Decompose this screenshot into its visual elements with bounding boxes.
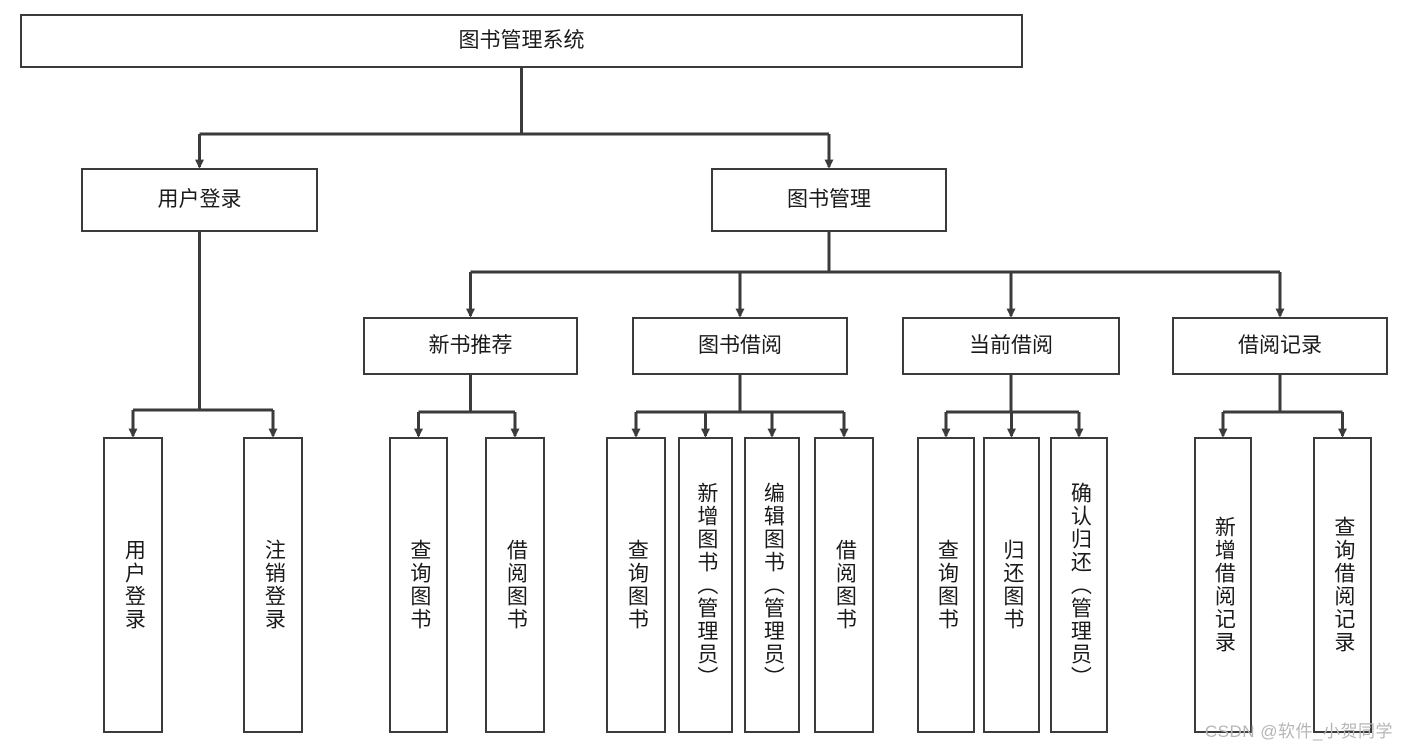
node-label: 确认归还（管理员）	[1068, 481, 1092, 689]
node-leaf-cur-confirm[interactable]: 确认归还（管理员）	[1050, 437, 1108, 733]
node-label: 归还图书	[1000, 539, 1024, 631]
node-label: 借阅记录	[1238, 333, 1322, 357]
node-label: 查询图书	[407, 539, 431, 631]
node-leaf-bor-add[interactable]: 新增图书（管理员）	[678, 437, 733, 733]
node-label: 新书推荐	[428, 333, 513, 357]
node-borrow[interactable]: 图书借阅	[632, 317, 848, 375]
node-leaf-bor-edit[interactable]: 编辑图书（管理员）	[744, 437, 800, 733]
node-label: 图书管理系统	[458, 28, 585, 52]
node-label: 图书管理	[787, 187, 871, 211]
node-leaf-rc-add[interactable]: 新增借阅记录	[1194, 437, 1252, 733]
node-records[interactable]: 借阅记录	[1172, 317, 1388, 375]
node-leaf-rec-borrow[interactable]: 借阅图书	[485, 437, 545, 733]
node-label: 图书借阅	[698, 333, 782, 357]
node-root[interactable]: 图书管理系统	[20, 14, 1023, 68]
node-newrec[interactable]: 新书推荐	[363, 317, 578, 375]
node-label: 查询借阅记录	[1331, 516, 1355, 654]
node-label: 新增图书（管理员）	[694, 481, 718, 689]
node-leaf-cur-return[interactable]: 归还图书	[983, 437, 1040, 733]
node-leaf-rc-query[interactable]: 查询借阅记录	[1313, 437, 1372, 733]
node-label: 用户登录	[157, 187, 242, 211]
node-leaf-user-logout[interactable]: 注销登录	[243, 437, 303, 733]
node-current[interactable]: 当前借阅	[902, 317, 1120, 375]
node-leaf-rec-query[interactable]: 查询图书	[389, 437, 448, 733]
node-leaf-cur-query[interactable]: 查询图书	[917, 437, 975, 733]
node-label: 借阅图书	[833, 539, 857, 631]
node-label: 当前借阅	[969, 333, 1053, 357]
node-label: 查询图书	[625, 539, 649, 631]
node-label: 注销登录	[262, 539, 286, 631]
node-bookmgmt[interactable]: 图书管理	[711, 168, 947, 232]
node-label: 新增借阅记录	[1212, 516, 1236, 654]
node-label: 借阅图书	[504, 539, 528, 631]
node-label: 编辑图书（管理员）	[761, 481, 785, 689]
node-label: 查询图书	[935, 539, 959, 631]
node-leaf-bor-query[interactable]: 查询图书	[606, 437, 666, 733]
node-label: 用户登录	[122, 539, 146, 631]
node-leaf-bor-lend[interactable]: 借阅图书	[814, 437, 874, 733]
node-login[interactable]: 用户登录	[81, 168, 318, 232]
node-leaf-user-login[interactable]: 用户登录	[103, 437, 163, 733]
